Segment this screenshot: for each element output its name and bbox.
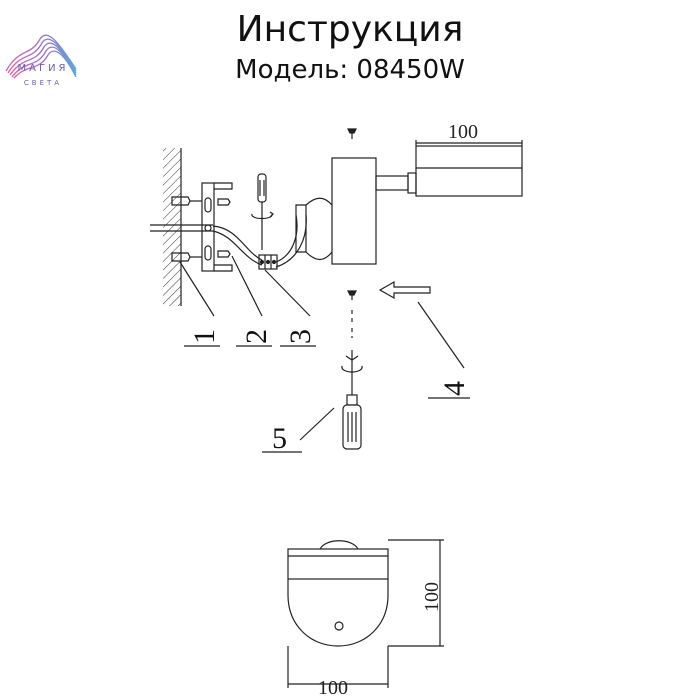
lamp-head <box>415 145 523 197</box>
mounting-bracket <box>201 182 233 272</box>
model-number: 08450W <box>356 55 465 85</box>
top-dimension-line <box>415 140 523 146</box>
brand-tagline: СВЕТА <box>23 79 63 87</box>
bottom-height-label: 100 <box>421 582 443 612</box>
bottom-screw-icon <box>347 290 357 338</box>
front-view <box>287 540 389 647</box>
lamp-base <box>331 157 377 265</box>
page-title: Инструкция <box>236 9 464 50</box>
brand-logo <box>5 34 77 79</box>
callout-baselines <box>184 345 470 453</box>
top-dimension-label: 100 <box>448 121 478 143</box>
screwdriver-small-icon <box>251 173 274 250</box>
step-number-4: 4 <box>438 381 471 396</box>
lamp-arm <box>375 172 417 194</box>
arrow-left-icon <box>378 280 431 300</box>
step-number-5: 5 <box>272 422 287 455</box>
step-number-3: 3 <box>284 329 317 344</box>
wall-anchor <box>171 196 202 262</box>
wall <box>163 148 182 306</box>
brand-name: МАГИЯ <box>17 63 69 74</box>
top-screw-icon <box>347 128 357 139</box>
wires <box>212 214 307 268</box>
lamp-cable <box>295 197 333 261</box>
bottom-width-label: 100 <box>318 677 348 699</box>
step-number-1: 1 <box>188 329 221 344</box>
terminal-block <box>258 254 278 270</box>
model-line: Модель: 08450W <box>0 52 700 88</box>
step-number-2: 2 <box>240 329 273 344</box>
callout-leaders <box>179 255 465 441</box>
screwdriver-large-icon <box>341 350 363 450</box>
model-label: Модель: <box>235 55 349 85</box>
bottom-dimension-lines <box>287 539 444 688</box>
